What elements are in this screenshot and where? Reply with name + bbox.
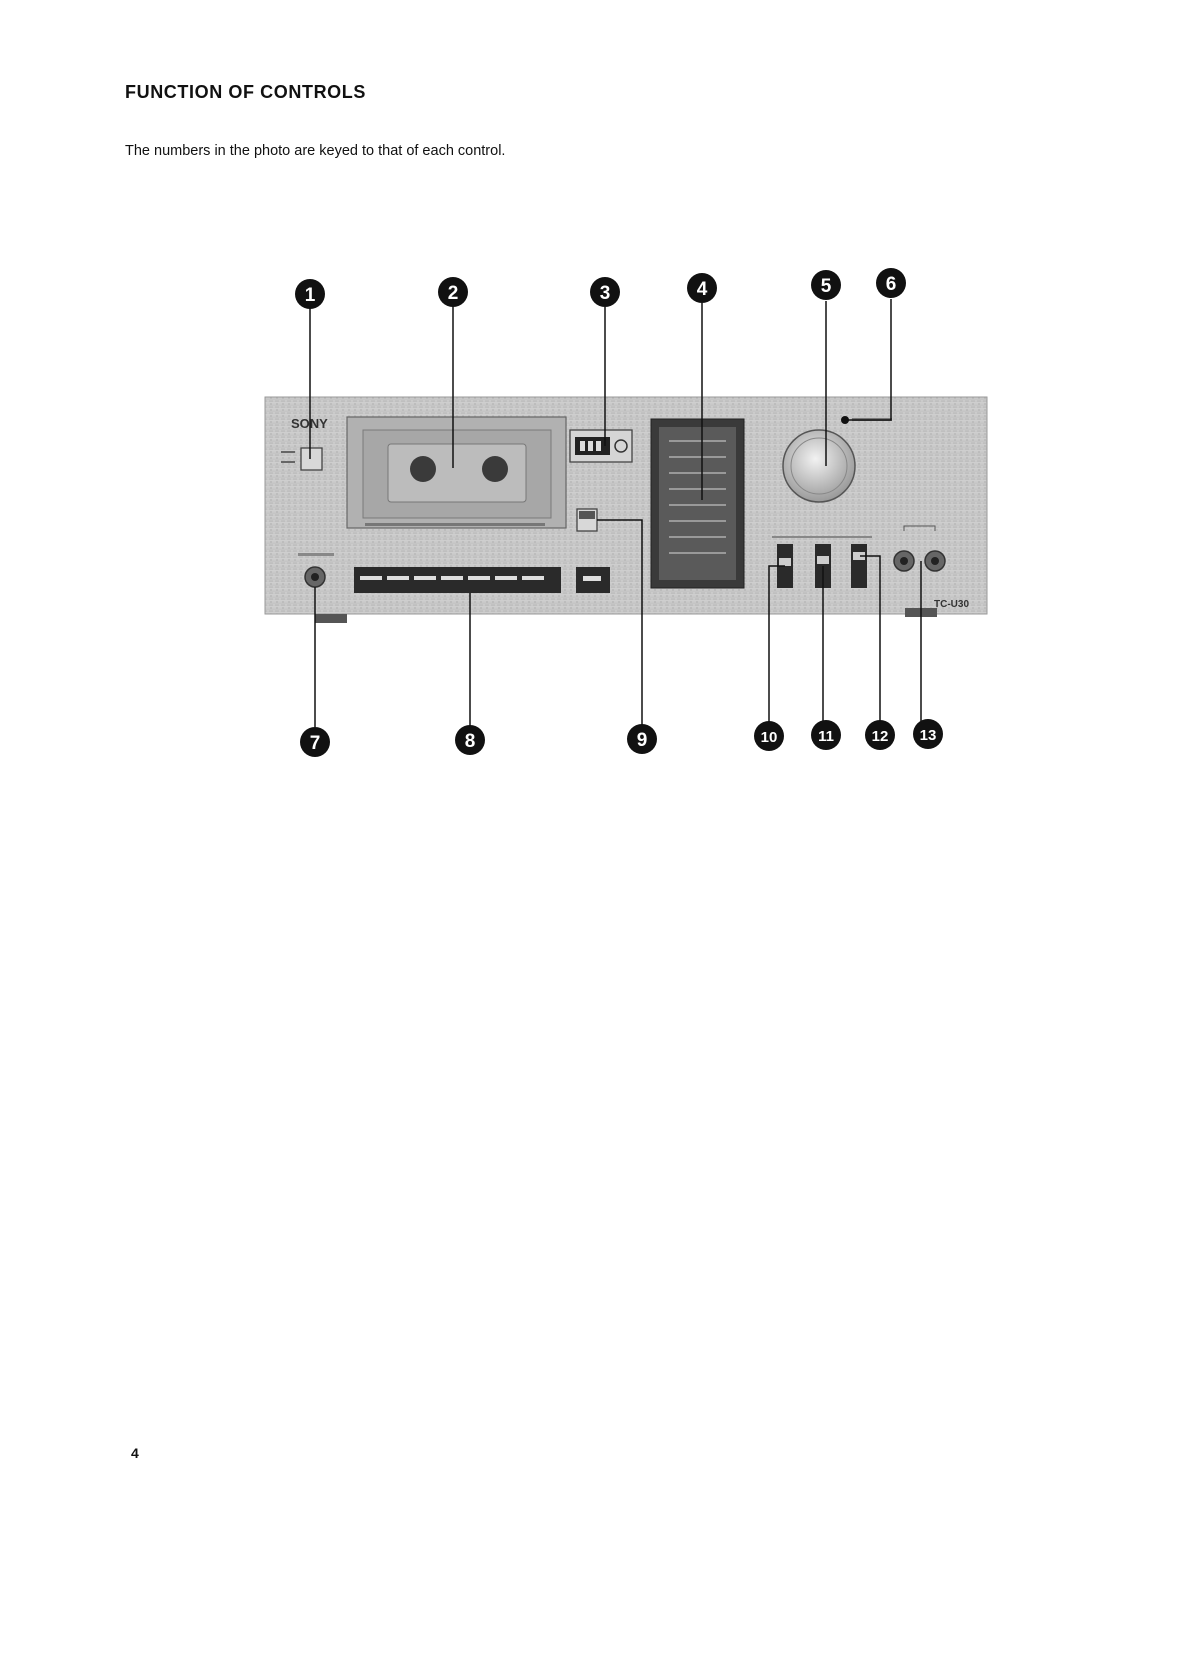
callout-2: 2 xyxy=(438,277,468,307)
svg-text:5: 5 xyxy=(821,276,832,297)
callout-9: 9 xyxy=(627,724,657,754)
callout-6: 6 xyxy=(876,268,906,298)
svg-text:6: 6 xyxy=(886,274,897,295)
rec-level-knob xyxy=(783,430,855,502)
callout-11: 11 xyxy=(811,720,841,750)
callout-12: 12 xyxy=(865,720,895,750)
callout-3: 3 xyxy=(590,277,620,307)
svg-text:11: 11 xyxy=(818,728,834,745)
input-selector-switch xyxy=(851,544,867,588)
svg-text:12: 12 xyxy=(872,728,889,745)
svg-text:10: 10 xyxy=(761,729,778,746)
cassette-reel-left xyxy=(410,456,436,482)
callout-5: 5 xyxy=(811,270,841,300)
svg-text:13: 13 xyxy=(920,727,937,744)
svg-text:1: 1 xyxy=(305,285,316,306)
svg-text:7: 7 xyxy=(310,733,321,754)
model-label: TC-U30 xyxy=(934,599,969,610)
svg-text:9: 9 xyxy=(637,730,648,751)
svg-text:8: 8 xyxy=(465,731,476,752)
svg-text:2: 2 xyxy=(448,283,459,304)
callout-1: 1 xyxy=(295,279,325,309)
left-foot xyxy=(315,614,347,623)
callout-8: 8 xyxy=(455,725,485,755)
callout-7: 7 xyxy=(300,727,330,757)
power-switch xyxy=(301,448,322,470)
callout-10: 10 xyxy=(754,721,784,751)
cassette-reel-right xyxy=(482,456,508,482)
callout-4: 4 xyxy=(687,273,717,303)
svg-text:3: 3 xyxy=(600,283,611,304)
page-number: 4 xyxy=(131,1445,139,1461)
callout-13: 13 xyxy=(913,719,943,749)
svg-text:4: 4 xyxy=(697,279,708,300)
